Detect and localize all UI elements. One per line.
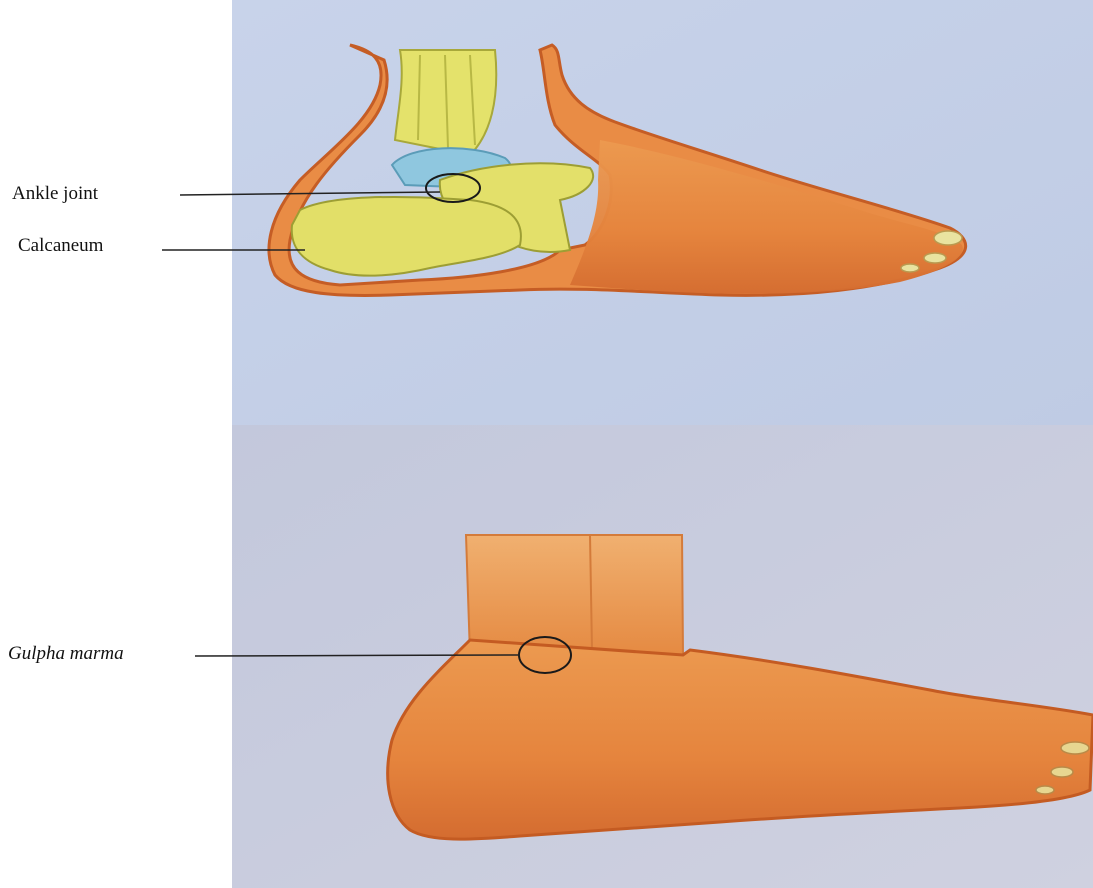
gulpha-marma-label: Gulpha marma	[8, 643, 124, 665]
gulpha-marma-leader	[195, 655, 520, 656]
calcaneum-label: Calcaneum	[18, 235, 103, 257]
ankle-joint-label: Ankle joint	[12, 183, 98, 205]
lower-leg	[466, 535, 683, 655]
